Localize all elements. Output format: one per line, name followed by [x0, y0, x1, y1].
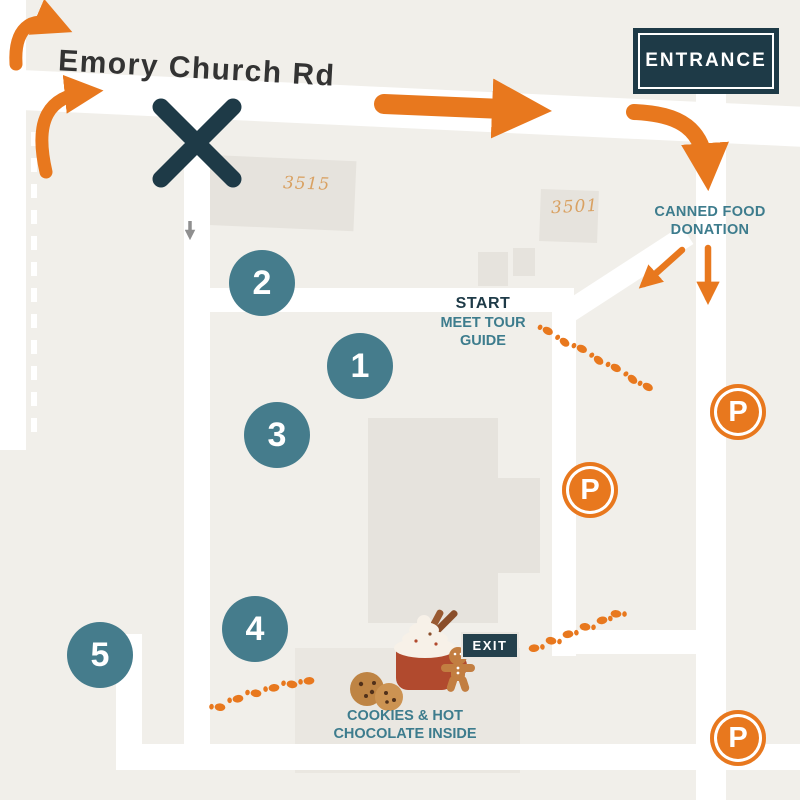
- road-west-vertical: [184, 102, 210, 770]
- tour-stop-1: 1: [327, 333, 393, 399]
- road-exit-horizontal: [552, 630, 726, 654]
- start-label: START MEET TOUR GUIDE: [416, 294, 550, 350]
- building-small-b: [513, 248, 535, 276]
- building-label-3515: 3515: [282, 173, 331, 195]
- building-label-3501: 3501: [550, 195, 599, 219]
- donation-line-2: DONATION: [670, 222, 750, 239]
- road-dashed-centerline: [31, 132, 37, 432]
- tour-stop-5: 5: [67, 622, 133, 688]
- tour-stop-3: 3: [244, 402, 310, 468]
- tour-stop-4: 4: [222, 596, 288, 662]
- canned-food-donation-label: CANNED FOOD DONATION: [638, 203, 782, 239]
- entrance-sign-label: ENTRANCE: [638, 33, 774, 89]
- building-small-a: [478, 252, 508, 286]
- road-bottom-horizontal: [116, 744, 800, 770]
- cookies-line-1: COOKIES & HOT: [346, 708, 463, 724]
- start-line-2: GUIDE: [460, 333, 506, 350]
- road-east-vertical: [696, 92, 726, 800]
- cookies-hot-chocolate-label: COOKIES & HOT CHOCOLATE INSIDE: [313, 707, 497, 743]
- building-central-wing: [455, 478, 540, 573]
- road-left-vertical: [0, 0, 26, 450]
- donation-line-1: CANNED FOOD: [654, 204, 766, 220]
- building-3515: [203, 154, 357, 232]
- start-title: START: [455, 295, 511, 312]
- tour-stop-2: 2: [229, 250, 295, 316]
- parking-icon: P: [710, 710, 766, 766]
- start-line-1: MEET TOUR: [440, 315, 526, 331]
- parking-icon: P: [562, 462, 618, 518]
- exit-sign: EXIT: [461, 632, 519, 659]
- parking-icon: P: [710, 384, 766, 440]
- entrance-sign: ENTRANCE: [633, 28, 779, 94]
- cookies-line-2: CHOCOLATE INSIDE: [333, 726, 477, 743]
